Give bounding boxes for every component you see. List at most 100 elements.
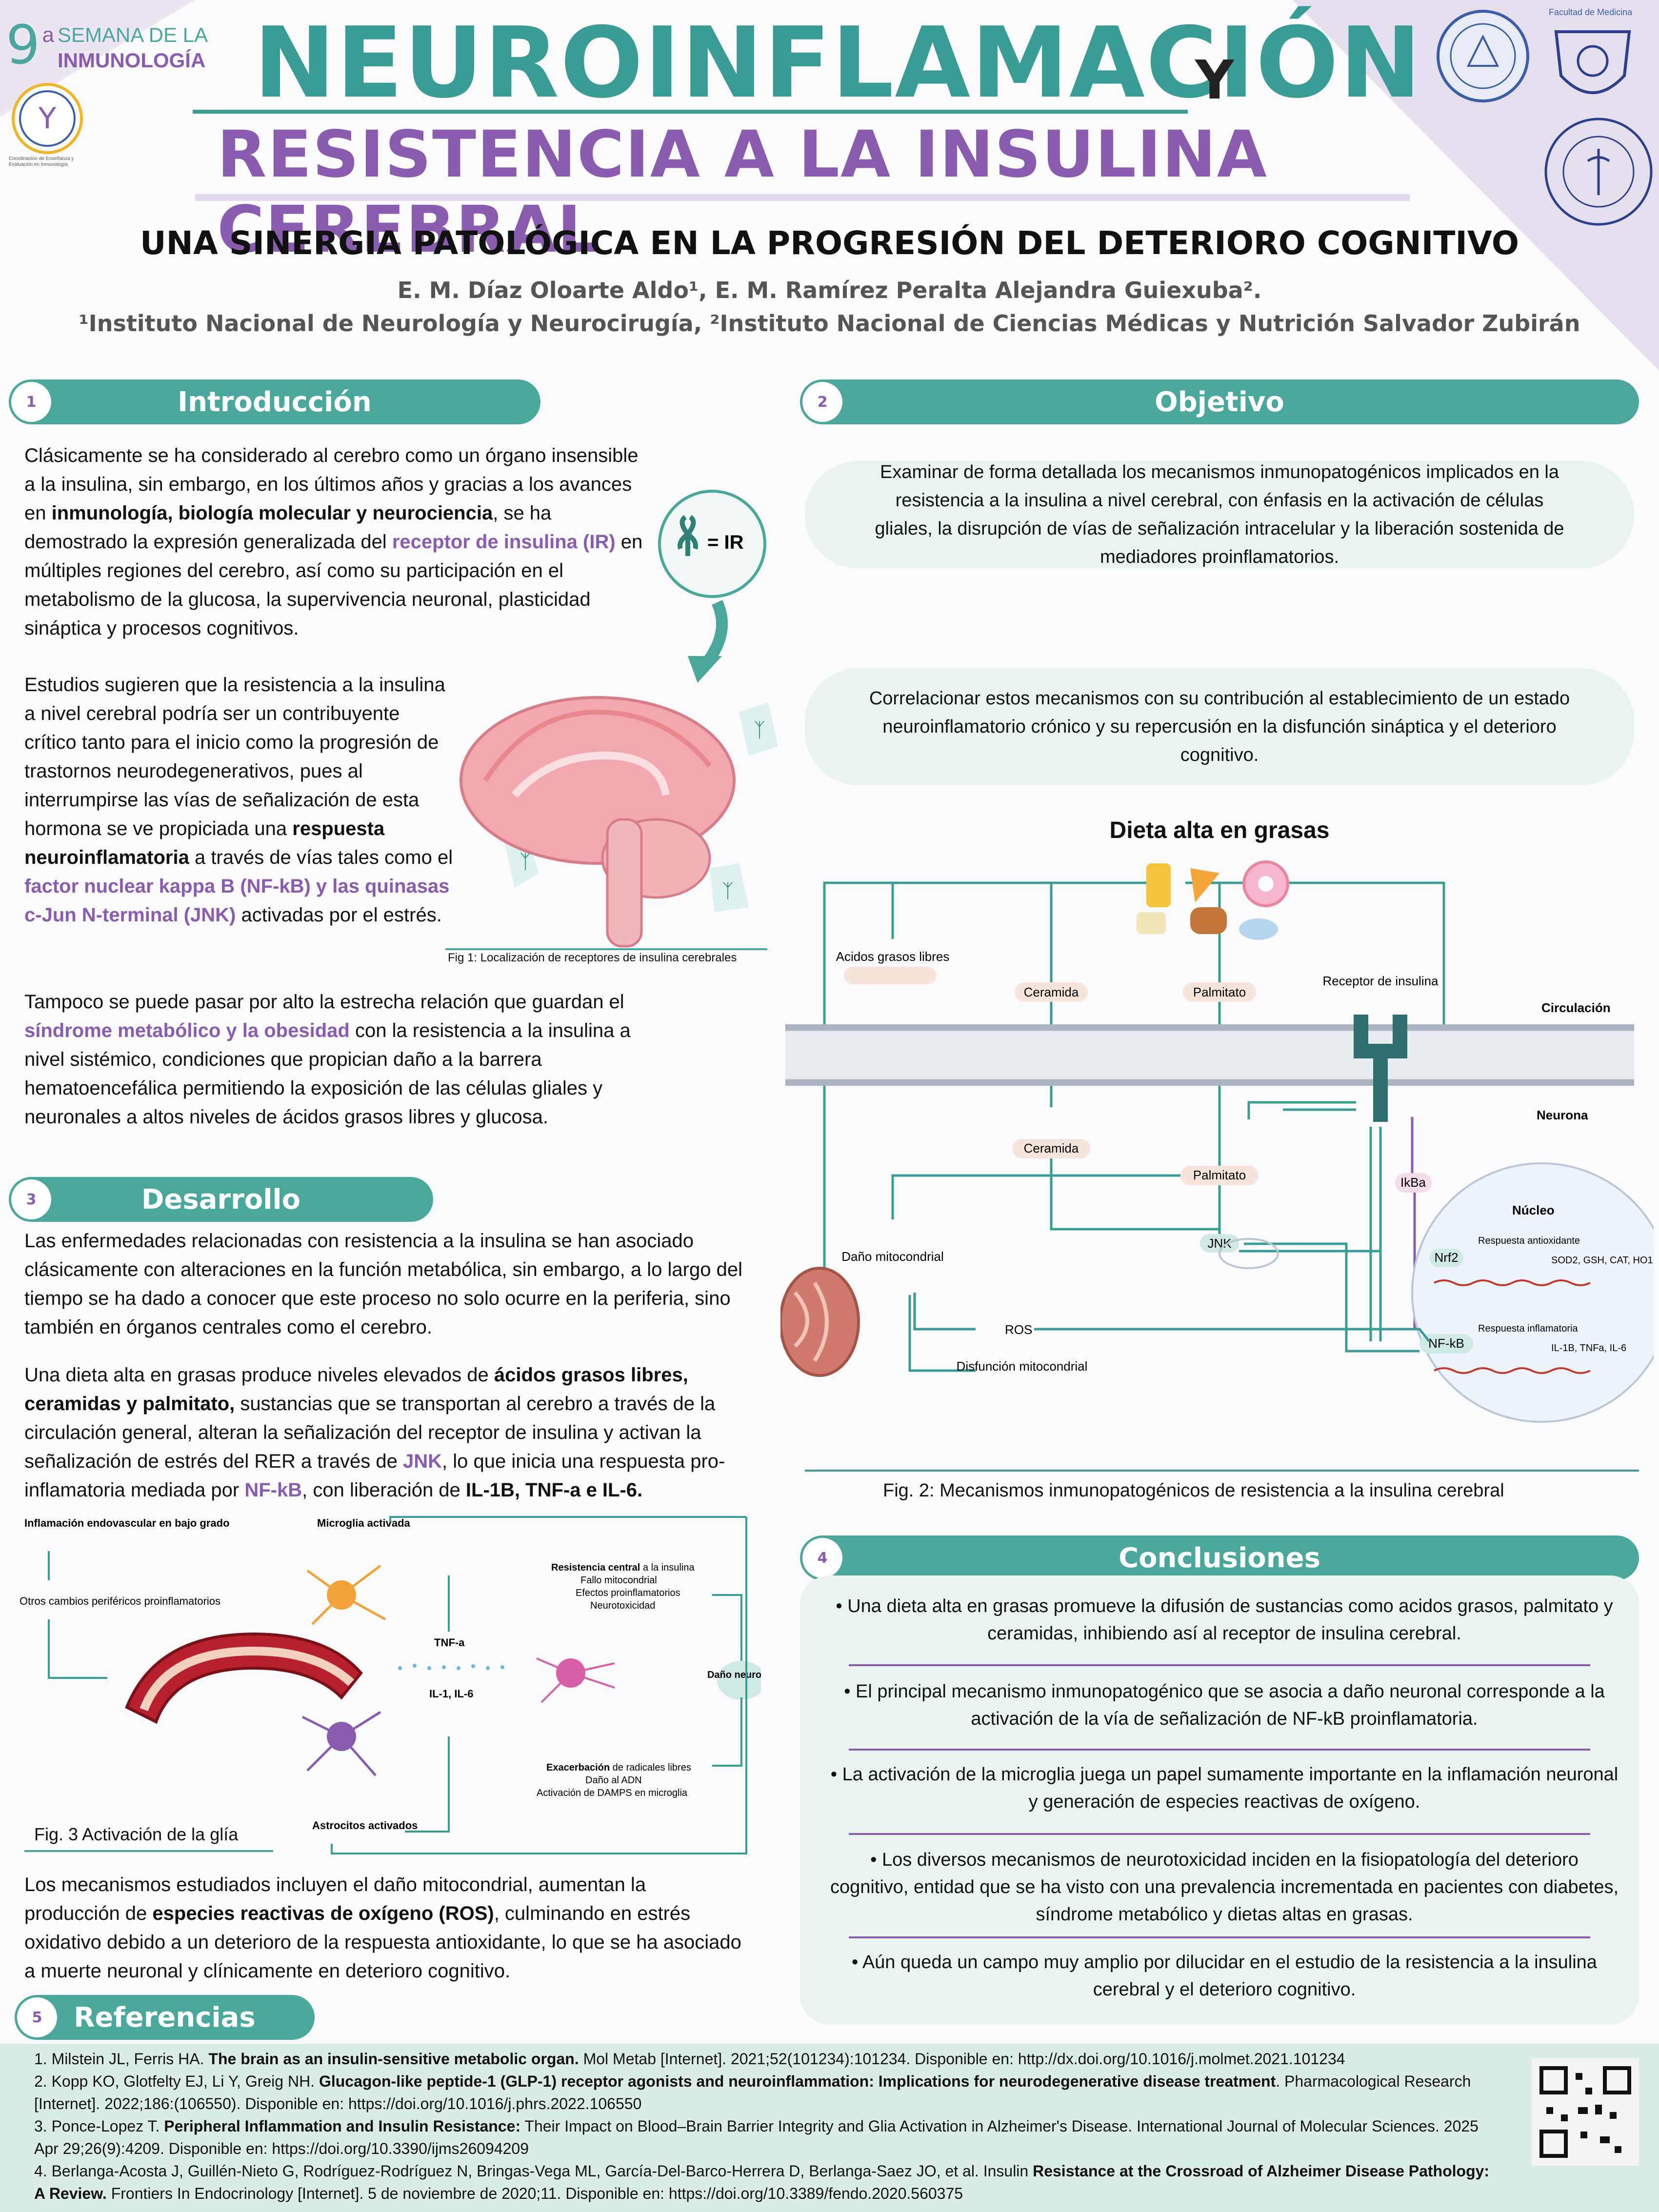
unam-shield-icon — [1554, 30, 1631, 94]
event-number: 9 — [6, 14, 40, 76]
conclusion-divider — [849, 1749, 1590, 1751]
er-icon — [1219, 1238, 1279, 1269]
fallo-label: Fallo mitocondrial — [580, 1575, 657, 1586]
disfuncion-label: Disfunción mitocondrial — [957, 1359, 1088, 1374]
tnf-label: TNF-a — [434, 1636, 465, 1649]
coordinacion-logo-icon: Y — [12, 83, 83, 154]
inflamacion-label: Inflamación endovascular en bajo grado — [24, 1517, 230, 1529]
referencias-header: 5 Referencias — [15, 1995, 315, 2040]
medicine-seal-icon — [1544, 118, 1653, 226]
intro-paragraph-3: Tampoco se puede pasar por alto la estre… — [24, 991, 631, 1128]
nfkb-label: NF-kB — [1428, 1336, 1464, 1351]
damps-label: Activación de DAMPS en microglia — [537, 1788, 688, 1798]
brain-figure: ᛉ ᛉ ᛉ — [460, 696, 778, 948]
affiliations: ¹Instituto Nacional de Neurología y Neur… — [79, 310, 1580, 337]
reference-2: 2. Kopp KO, Glotfelty EJ, Li Y, Greig NH… — [34, 2073, 1471, 2112]
title-line2: RESISTENCIA A LA INSULINA CEREBRAL — [217, 117, 1268, 267]
dano-neuronal-label: Daño neuronal — [707, 1670, 761, 1680]
referencias-number: 5 — [17, 1997, 57, 2037]
conclusion-divider — [849, 1936, 1590, 1938]
receptor-mark-icon: ᛉ — [754, 719, 765, 741]
reference-4: 4. Berlanga-Acosta J, Guillén-Nieto G, R… — [34, 2162, 1490, 2202]
desarrollo-paragraph-1: Las enfermedades relacionadas con resist… — [24, 1230, 742, 1338]
intro-header: 1 Introducción — [9, 379, 540, 424]
fig1-divider — [445, 948, 767, 950]
title-line1: NEUROINFLAMACIÓN — [254, 6, 1422, 120]
subtitle: UNA SINERGIA PATOLÓGICA EN LA PROGRESIÓN… — [140, 224, 1519, 262]
cheese-icon — [1137, 912, 1166, 934]
fig2-title: Dieta alta en grasas — [1109, 817, 1330, 843]
receptor-label: Receptor de insulina — [1322, 974, 1439, 988]
microglia-label: Microglia activada — [317, 1517, 411, 1529]
svg-text:Y: Y — [38, 101, 57, 136]
nrf2-label: Nrf2 — [1434, 1250, 1458, 1265]
objective-pill-1: Examinar de forma detallada los mecanism… — [805, 461, 1634, 568]
pizza-icon — [1190, 868, 1219, 902]
authors: E. M. Díaz Oloarte Aldo¹, E. M. Ramírez … — [397, 277, 1262, 303]
conclusion-item: • Aún queda un campo muy amplio por dilu… — [852, 1952, 1597, 2000]
mitochondria-icon — [780, 1267, 860, 1377]
insulin-receptor-icon — [1354, 1015, 1407, 1122]
desarrollo-paragraph-2: Una dieta alta en grasas produce niveles… — [24, 1364, 725, 1501]
conclusiones-heading: Conclusiones — [1119, 1542, 1320, 1574]
references-panel — [0, 2044, 1659, 2212]
desarrollo-header: 3 Desarrollo — [9, 1177, 433, 1222]
conclusiones-box — [800, 1575, 1639, 2024]
title-connector: Y — [1195, 49, 1234, 111]
burger-icon — [1190, 907, 1227, 934]
conclusiones-number: 4 — [802, 1538, 842, 1578]
intro-paragraph-2: Estudios sugieren que la resistencia a l… — [24, 674, 453, 926]
candy-icon — [1239, 918, 1278, 940]
ir-label: = IR — [707, 532, 744, 553]
resp-inflam-label: Respuesta inflamatoria — [1478, 1323, 1578, 1334]
conclusion-item: • La activación de la microglia juega un… — [830, 1764, 1619, 1812]
ros-label: ROS — [1005, 1322, 1032, 1337]
nucleo-label: Núcleo — [1512, 1203, 1555, 1217]
ceramida-top-label: Ceramida — [1024, 985, 1079, 999]
conclusion-divider — [849, 1664, 1590, 1666]
astrocitos-label: Astrocitos activados — [312, 1819, 418, 1832]
ir-callout: = IR — [658, 490, 766, 683]
objective-pill-2: Correlacionar estos mecanismos con su co… — [805, 668, 1634, 785]
conclusiones-header: 4 Conclusiones — [800, 1535, 1639, 1580]
desarrollo-number: 3 — [11, 1179, 51, 1219]
intro-paragraph-1: Clásicamente se ha considerado al cerebr… — [24, 445, 643, 639]
receptor-mark-icon: ᛉ — [722, 880, 734, 902]
neurona-label: Neurona — [1537, 1108, 1588, 1122]
antiox-genes-label: SOD2, GSH, CAT, HO1 — [1551, 1255, 1653, 1266]
conclusion-item: • Los diversos mecanismos de neurotoxici… — [830, 1850, 1619, 1925]
reference-3: 3. Ponce-Lopez T. Peripheral Inflammatio… — [34, 2117, 1479, 2157]
palmitato-top-label: Palmitato — [1193, 985, 1246, 999]
desarrollo-paragraph-3: Los mecanismos estudiados incluyen el da… — [24, 1874, 741, 1982]
fig2-diagram: Acidos grasos libres Ceramida Palmitato … — [780, 860, 1654, 1472]
receptor-mark-icon: ᛉ — [520, 851, 531, 873]
il-label: IL-1, IL-6 — [429, 1688, 473, 1700]
qr-code[interactable] — [1532, 2058, 1639, 2166]
resp-antiox-label: Respuesta antioxidante — [1478, 1236, 1580, 1246]
objective-header: 2 Objetivo — [800, 379, 1639, 424]
referencias-heading: Referencias — [74, 2001, 256, 2033]
event-line2: INMUNOLOGÍA — [58, 49, 206, 72]
acidos-label: Acidos grasos libres — [836, 949, 950, 964]
conclusion-item: • Una dieta alta en grasas promueve la d… — [836, 1596, 1613, 1644]
ceramida-mid-label: Ceramida — [1024, 1141, 1079, 1156]
event-logo: 9 a — [6, 14, 54, 76]
efectos-label: Efectos proinflamatorios — [576, 1588, 680, 1598]
intro-heading: Introducción — [178, 386, 372, 418]
inflam-genes-label: IL-1B, TNFa, IL-6 — [1551, 1343, 1626, 1354]
fig1-caption: Fig 1: Localización de receptores de ins… — [448, 951, 737, 964]
desarrollo-heading: Desarrollo — [141, 1183, 301, 1216]
conclusion-item: • El principal mecanismo inmunopatogénic… — [844, 1681, 1605, 1729]
intro-number: 1 — [11, 382, 51, 422]
resistencia-label: Resistencia central a la insulina — [551, 1562, 695, 1573]
otros-label: Otros cambios periféricos proinflamatori… — [20, 1595, 220, 1607]
fig2-caption: Fig. 2: Mecanismos inmunopatogénicos de … — [883, 1480, 1504, 1501]
fig3-divider — [24, 1850, 273, 1852]
fig3-diagram: Inflamación endovascular en bajo grado O… — [20, 1516, 761, 1854]
event-sup: a — [42, 23, 54, 47]
institution-seal-icon — [1437, 10, 1529, 102]
faculty-label: Facultad de Medicina — [1549, 7, 1633, 17]
neurotox-label: Neurotoxicidad — [590, 1600, 655, 1611]
reference-1: 1. Milstein JL, Ferris HA. The brain as … — [34, 2050, 1345, 2068]
ikba-label: IkBa — [1400, 1175, 1426, 1190]
